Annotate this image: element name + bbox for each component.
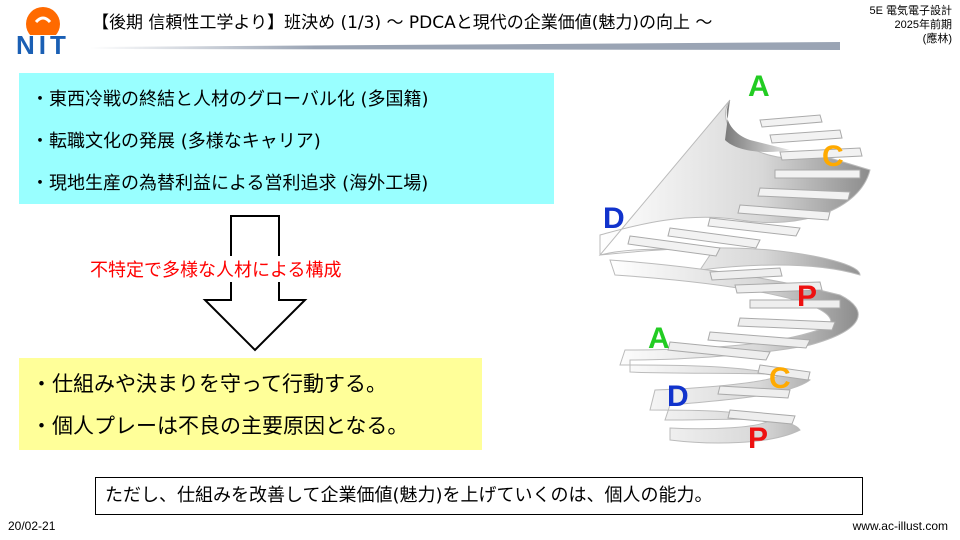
context-item-3: ・現地生産の為替利益による営利追求 (海外工場) <box>31 173 429 194</box>
stair-letter-d-top: D <box>603 202 625 235</box>
conclusion-box: ただし、仕組みを改善して企業価値(魅力)を上げていくのは、個人の能力。 <box>95 477 863 515</box>
context-item-1: ・東西冷戦の終結と人材のグローバル化 (多国籍) <box>31 89 429 110</box>
staircase-drawing <box>598 99 871 444</box>
footer-credit: www.ac-illust.com <box>852 519 948 533</box>
rules-box: ・仕組みや決まりを守って行動する。 ・個人プレーは不良の主要原因となる。 <box>19 358 482 450</box>
footer-date: 20/02-21 <box>8 519 56 533</box>
context-box: ・東西冷戦の終結と人材のグローバル化 (多国籍) ・転職文化の発展 (多様なキャ… <box>19 73 554 204</box>
result-note: 不特定で多様な人材による構成 <box>86 256 346 282</box>
stair-letter-a-top: A <box>748 70 770 103</box>
stair-letter-d-bottom: D <box>667 380 689 413</box>
logo-text: NIT <box>16 30 70 60</box>
nit-logo: NIT <box>6 2 80 60</box>
course-instructor: (應林) <box>922 33 952 45</box>
course-name: 5E 電気電子設計 <box>869 5 952 17</box>
stair-letter-c-bottom: C <box>769 362 791 395</box>
slide-title: 【後期 信頼性工学より】班決め (1/3) ～ PDCAと現代の企業価値(魅力)… <box>92 13 713 33</box>
context-item-2: ・転職文化の発展 (多様なキャリア) <box>31 131 321 152</box>
course-info: 5E 電気電子設計 2025年前期 (應林) <box>869 4 952 46</box>
rule-item-2: ・個人プレーは不良の主要原因となる。 <box>31 414 409 438</box>
stair-letter-p-top: P <box>797 280 818 313</box>
stair-letter-c-top: C <box>822 140 844 173</box>
spiral-staircase-illustration: A C D P A C D P <box>560 60 900 470</box>
course-term: 2025年前期 <box>894 19 952 31</box>
stair-letter-p-bottom: P <box>748 422 769 455</box>
down-arrow-icon <box>202 215 308 352</box>
title-underline <box>90 42 840 50</box>
stair-letter-a-bottom: A <box>648 322 670 355</box>
rule-item-1: ・仕組みや決まりを守って行動する。 <box>31 372 387 396</box>
